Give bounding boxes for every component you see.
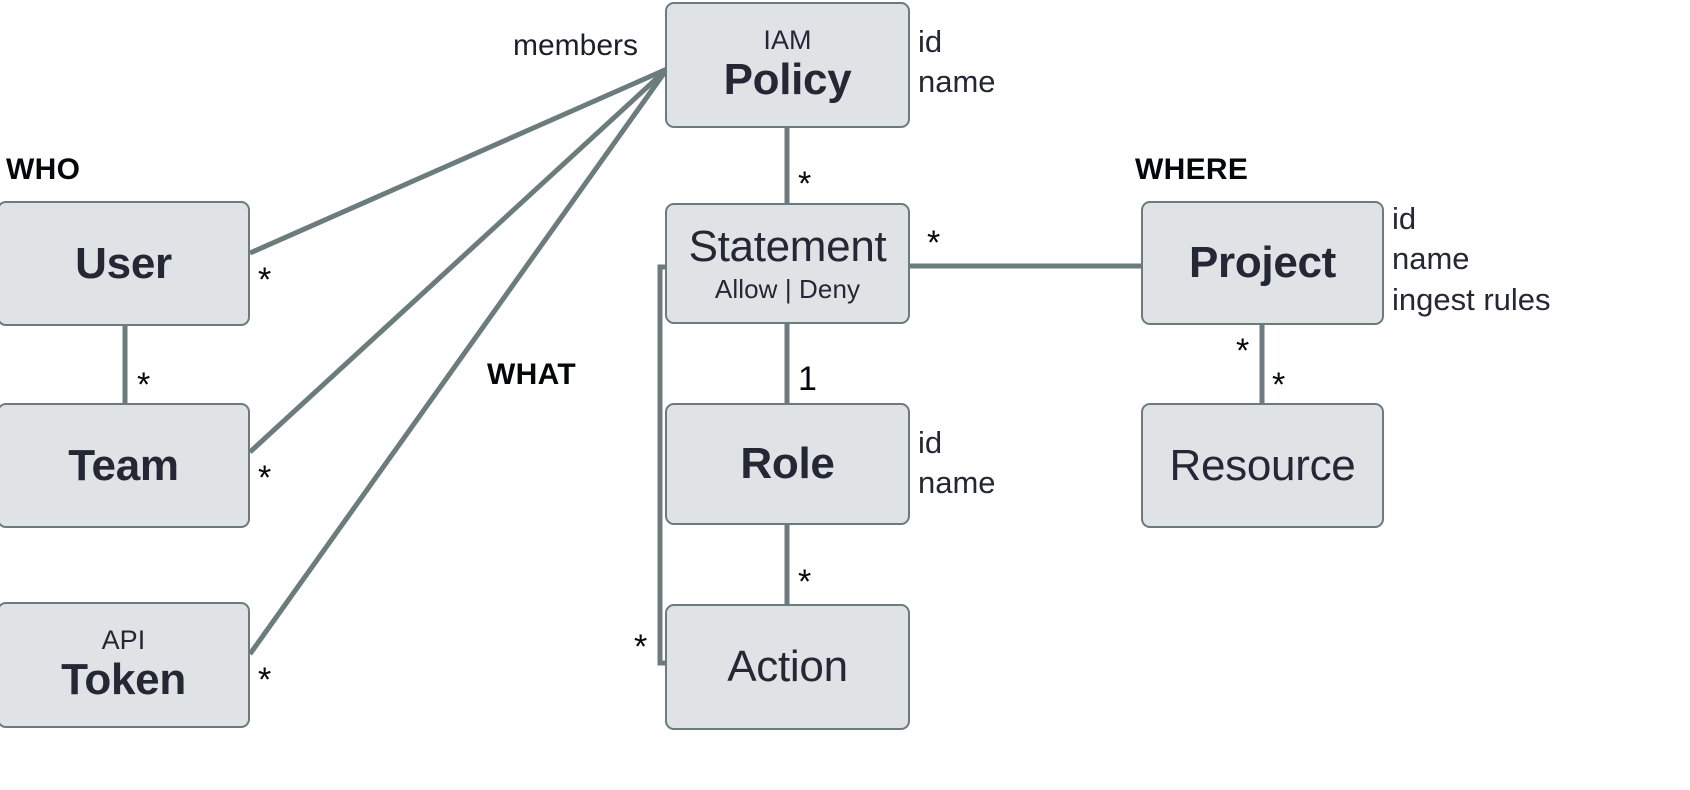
edge-team-policy [248, 67, 669, 454]
attr-project-id: id [1392, 201, 1417, 236]
node-api-token-title: Token [61, 654, 186, 704]
node-action[interactable]: Action [665, 604, 910, 730]
attr-project-name: name [1392, 241, 1470, 277]
node-role[interactable]: Role [665, 403, 910, 525]
node-policy-subtitle: IAM [763, 25, 812, 56]
node-resource-title: Resource [1169, 440, 1356, 490]
mult-role-action: * [798, 563, 812, 601]
node-statement-tag: Allow | Deny [714, 273, 861, 304]
node-resource[interactable]: Resource [1141, 403, 1384, 528]
node-api-token[interactable]: API Token [0, 602, 250, 728]
edge-label-members: members [513, 29, 639, 62]
zone-label-where: WHERE [1135, 153, 1249, 186]
node-action-title: Action [727, 642, 848, 692]
zone-label-who: WHO [6, 153, 81, 186]
mult-statement-action: * [634, 628, 648, 666]
node-policy[interactable]: IAM Policy [665, 2, 910, 128]
node-project-title: Project [1188, 238, 1337, 288]
node-project[interactable]: Project [1141, 201, 1384, 325]
node-team-title: Team [68, 440, 179, 490]
attr-role-id: id [918, 425, 943, 460]
node-statement[interactable]: Statement Allow | Deny [665, 203, 910, 324]
node-user[interactable]: User [0, 201, 250, 326]
mult-team-policy: * [258, 459, 272, 497]
zone-label-what: WHAT [487, 358, 576, 391]
node-api-token-subtitle: API [101, 625, 146, 656]
mult-statement-project: * [927, 224, 941, 262]
mult-user-policy: * [258, 261, 272, 299]
node-project-attributes: id name ingest rules [1392, 199, 1551, 320]
mult-project-resource-bottom: * [1272, 366, 1286, 404]
mult-statement-role: 1 [798, 360, 817, 398]
attr-policy-id: id [918, 24, 943, 59]
node-role-attributes: id name [918, 423, 996, 504]
attr-project-ingest-rules: ingest rules [1392, 281, 1551, 317]
node-statement-title: Statement [688, 222, 887, 272]
mult-user-team: * [137, 366, 151, 404]
mult-project-resource-top: * [1236, 332, 1250, 370]
attr-role-name: name [918, 465, 996, 501]
mult-policy-statement: * [798, 165, 812, 203]
edge-user-policy [248, 66, 669, 256]
node-team[interactable]: Team [0, 403, 250, 528]
edge-token-policy [247, 67, 670, 656]
node-role-title: Role [740, 439, 835, 489]
node-user-title: User [75, 238, 172, 288]
mult-token-policy: * [258, 661, 272, 699]
node-policy-title: Policy [723, 54, 852, 104]
attr-policy-name: name [918, 64, 996, 100]
node-policy-attributes: id name [918, 22, 996, 103]
